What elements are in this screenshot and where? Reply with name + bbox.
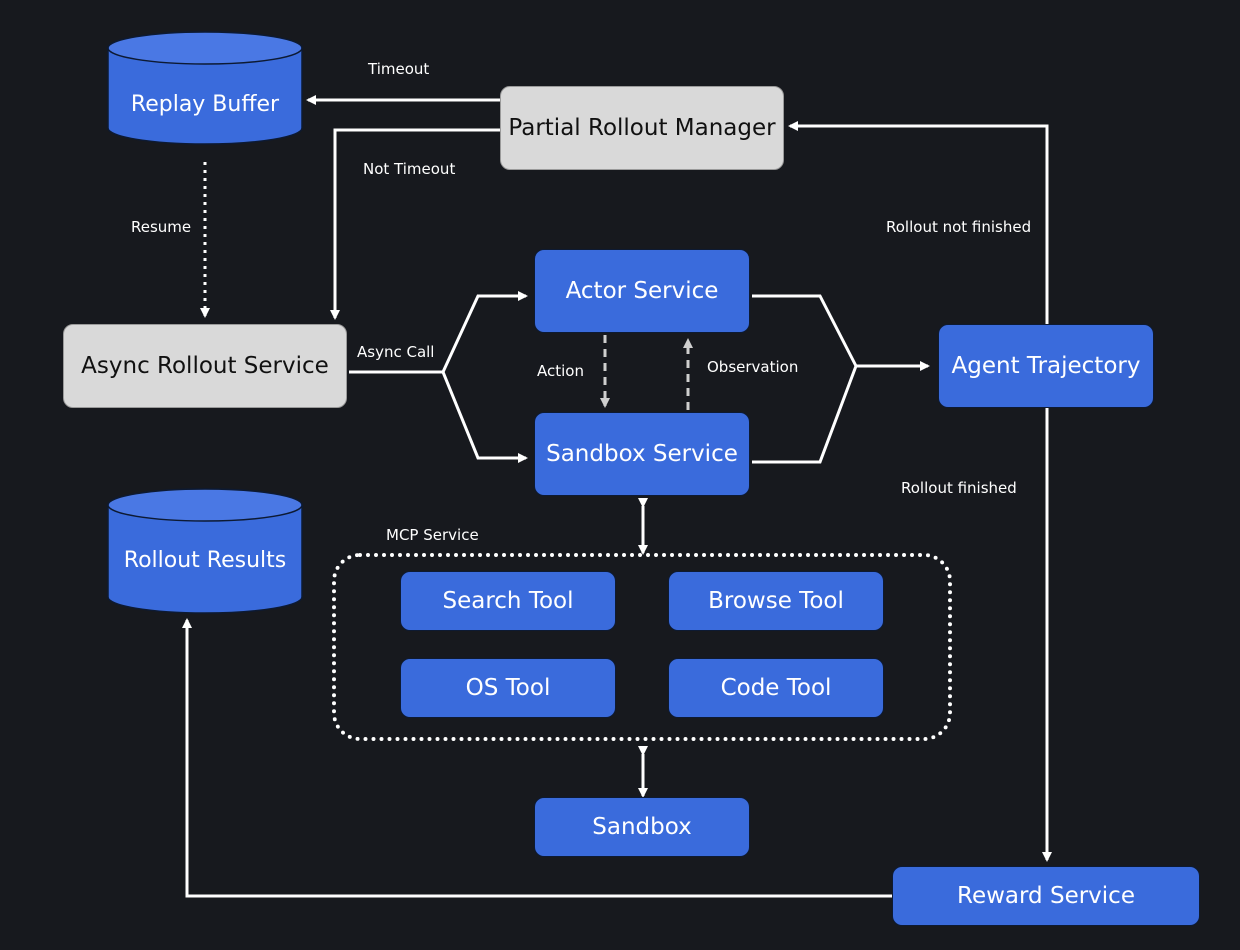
async-rollout-service-node: Async Rollout Service [63,324,347,408]
agent-trajectory-node: Agent Trajectory [938,324,1154,408]
reward-service-node: Reward Service [892,866,1200,926]
timeout-label: Timeout [368,60,430,78]
sandbox-merge-line [752,365,858,464]
mcp-service-container [332,553,952,741]
fork-to-actor-arrow [441,291,528,373]
actor-merge-line [752,294,858,367]
sandbox-service-node: Sandbox Service [534,412,750,496]
fork-to-sandbox-arrow [441,371,528,463]
replay-buffer-label: Replay Buffer [130,92,280,117]
observation-label: Observation [707,358,799,376]
rollout-results-cylinder [107,488,303,614]
not-timeout-label: Not Timeout [363,160,456,178]
not-timeout-arrow [330,128,500,320]
search-tool-node: Search Tool [400,571,616,631]
actor-service-node: Actor Service [534,249,750,333]
code-tool-node: Code Tool [668,658,884,718]
action-label: Action [537,362,584,380]
rollout-finished-label: Rollout finished [901,479,1017,497]
os-tool-node: OS Tool [400,658,616,718]
reward-to-results-arrow [182,618,892,898]
sandbox-node: Sandbox [534,797,750,857]
rollout-not-finished-label: Rollout not finished [886,218,1032,236]
async-call-label: Async Call [357,343,435,361]
partial-rollout-manager-node: Partial Rollout Manager [500,86,784,170]
browse-tool-node: Browse Tool [668,571,884,631]
mcp-service-label: MCP Service [386,526,479,544]
rollout-not-finished-arrow [788,121,1049,324]
replay-buffer-cylinder [107,31,303,145]
rollout-results-label: Rollout Results [123,548,287,573]
resume-label: Resume [131,218,192,236]
